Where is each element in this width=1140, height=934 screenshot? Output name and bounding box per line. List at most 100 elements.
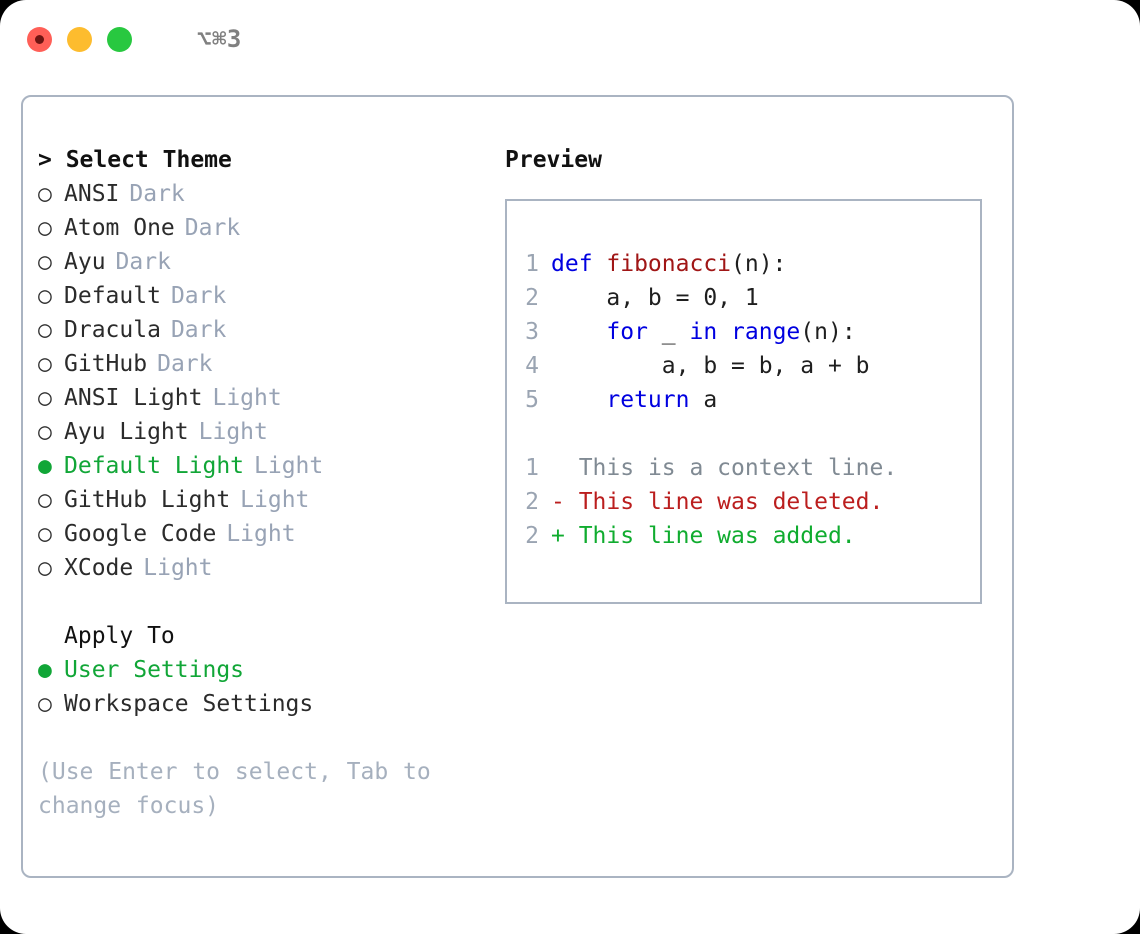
theme-option-label: ANSI Light xyxy=(64,385,203,411)
radio-selected-icon: ● xyxy=(38,657,52,683)
code-token: range xyxy=(731,319,801,345)
section-spacer xyxy=(38,585,491,619)
theme-variant-badge: Dark xyxy=(115,249,171,275)
radio-unselected-icon: ○ xyxy=(38,249,52,275)
theme-option-ansi-light[interactable]: ○ ANSI Light Light xyxy=(38,381,491,415)
radio-unselected-icon: ○ xyxy=(38,181,52,207)
radio-unselected-icon: ○ xyxy=(38,487,52,513)
theme-option-label: Default xyxy=(64,283,161,309)
theme-option-label: Dracula xyxy=(64,317,161,343)
diff-line: 2 + This line was added. xyxy=(507,519,980,553)
diff-sign: + xyxy=(551,523,565,549)
theme-option-label: GitHub xyxy=(64,351,148,377)
diff-sign xyxy=(551,451,565,485)
theme-variant-badge: Light xyxy=(212,385,282,411)
code-text: def fibonacci(n): xyxy=(551,247,786,281)
code-token xyxy=(551,319,606,345)
apply-to-option-label: Workspace Settings xyxy=(64,691,314,717)
code-token xyxy=(551,387,606,413)
apply-to-option-user-settings[interactable]: ● User Settings xyxy=(38,653,491,687)
line-number: 4 xyxy=(525,353,539,379)
code-token xyxy=(717,319,731,345)
theme-variant-badge: Light xyxy=(254,453,324,479)
radio-unselected-icon: ○ xyxy=(38,283,52,309)
theme-option-label: XCode xyxy=(64,555,134,581)
code-line: 5 return a xyxy=(507,383,980,417)
code-token: a, b = 0, 1 xyxy=(551,285,759,311)
radio-unselected-icon: ○ xyxy=(38,555,52,581)
line-number: 2 xyxy=(525,523,539,549)
theme-option-github[interactable]: ○ GitHub Dark xyxy=(38,347,491,381)
code-text: return a xyxy=(551,383,717,417)
code-text: for _ in range(n): xyxy=(551,315,856,349)
code-token: (n): xyxy=(731,251,787,277)
select-theme-header: > Select Theme xyxy=(38,147,232,173)
theme-variant-badge: Dark xyxy=(184,215,241,241)
theme-variant-badge: Light xyxy=(226,521,296,547)
code-token: in xyxy=(689,319,718,345)
theme-option-label: ANSI xyxy=(64,181,120,207)
line-number: 2 xyxy=(525,489,539,515)
theme-variant-badge: Light xyxy=(198,419,268,445)
code-line: 2 a, b = 0, 1 xyxy=(507,281,980,315)
theme-option-label: Google Code xyxy=(64,521,217,547)
code-token: a xyxy=(689,387,718,413)
theme-variant-badge: Dark xyxy=(157,351,213,377)
theme-option-label: Ayu xyxy=(64,249,106,275)
diff-line: 1 This is a context line. xyxy=(507,451,980,485)
theme-option-ayu[interactable]: ○ Ayu Dark xyxy=(38,245,491,279)
preview-header: Preview xyxy=(505,147,602,173)
apply-to-list[interactable]: ● User Settings ○ Workspace Settings xyxy=(38,653,491,721)
theme-variant-badge: Dark xyxy=(170,317,227,343)
apply-to-option-label: User Settings xyxy=(64,657,245,683)
apply-to-option-workspace-settings[interactable]: ○ Workspace Settings xyxy=(38,687,491,721)
code-token: return xyxy=(606,387,690,413)
radio-selected-icon: ● xyxy=(38,453,52,479)
code-token: fibonacci xyxy=(606,251,732,277)
radio-unselected-icon: ○ xyxy=(38,521,52,547)
diff-sample: 1 This is a context line.2- This line wa… xyxy=(507,451,980,553)
keyboard-hint-text: (Use Enter to select, Tab to change focu… xyxy=(38,759,431,819)
theme-option-ansi[interactable]: ○ ANSI Dark xyxy=(38,177,491,211)
close-button[interactable] xyxy=(27,26,52,52)
radio-unselected-icon: ○ xyxy=(38,351,52,377)
code-line: 4 a, b = b, a + b xyxy=(507,349,980,383)
maximize-button[interactable] xyxy=(107,26,132,52)
theme-option-label: Ayu Light xyxy=(64,419,189,445)
code-line: 3 for _ in range(n): xyxy=(507,315,980,349)
code-text: a, b = b, a + b xyxy=(551,349,870,383)
theme-option-default-light[interactable]: ● Default Light Light xyxy=(38,449,491,483)
hint-spacer xyxy=(38,721,491,755)
code-text: a, b = 0, 1 xyxy=(551,281,759,315)
radio-unselected-icon: ○ xyxy=(38,691,52,717)
diff-text: This line was deleted. xyxy=(564,489,884,515)
theme-option-dracula[interactable]: ○ Dracula Dark xyxy=(38,313,491,347)
radio-unselected-icon: ○ xyxy=(38,215,52,241)
radio-unselected-icon: ○ xyxy=(38,385,52,411)
theme-option-label: Default Light xyxy=(64,453,245,479)
theme-option-google-code[interactable]: ○ Google Code Light xyxy=(38,517,491,551)
line-number: 5 xyxy=(525,387,539,413)
theme-variant-badge: Dark xyxy=(129,181,185,207)
code-token: (n): xyxy=(800,319,856,345)
diff-line: 2- This line was deleted. xyxy=(507,485,980,519)
diff-text: This line was added. xyxy=(564,523,856,549)
theme-variant-badge: Light xyxy=(143,555,213,581)
minimize-button[interactable] xyxy=(67,26,92,52)
line-number: 3 xyxy=(525,319,539,345)
diff-text: This is a context line. xyxy=(564,455,898,481)
theme-option-xcode[interactable]: ○ XCode Light xyxy=(38,551,491,585)
radio-unselected-icon: ○ xyxy=(38,317,52,343)
